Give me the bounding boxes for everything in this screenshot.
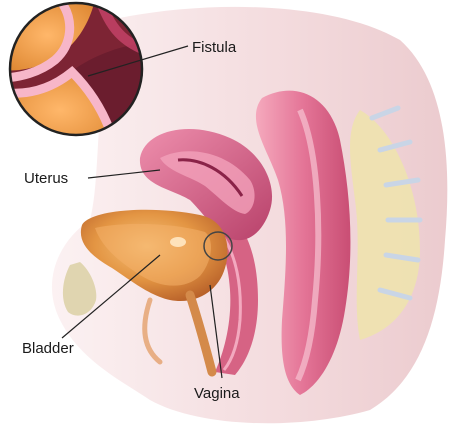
label-bladder: Bladder <box>22 340 74 357</box>
label-uterus: Uterus <box>24 170 68 187</box>
label-fistula: Fistula <box>192 39 237 56</box>
label-vagina: Vagina <box>194 385 240 402</box>
